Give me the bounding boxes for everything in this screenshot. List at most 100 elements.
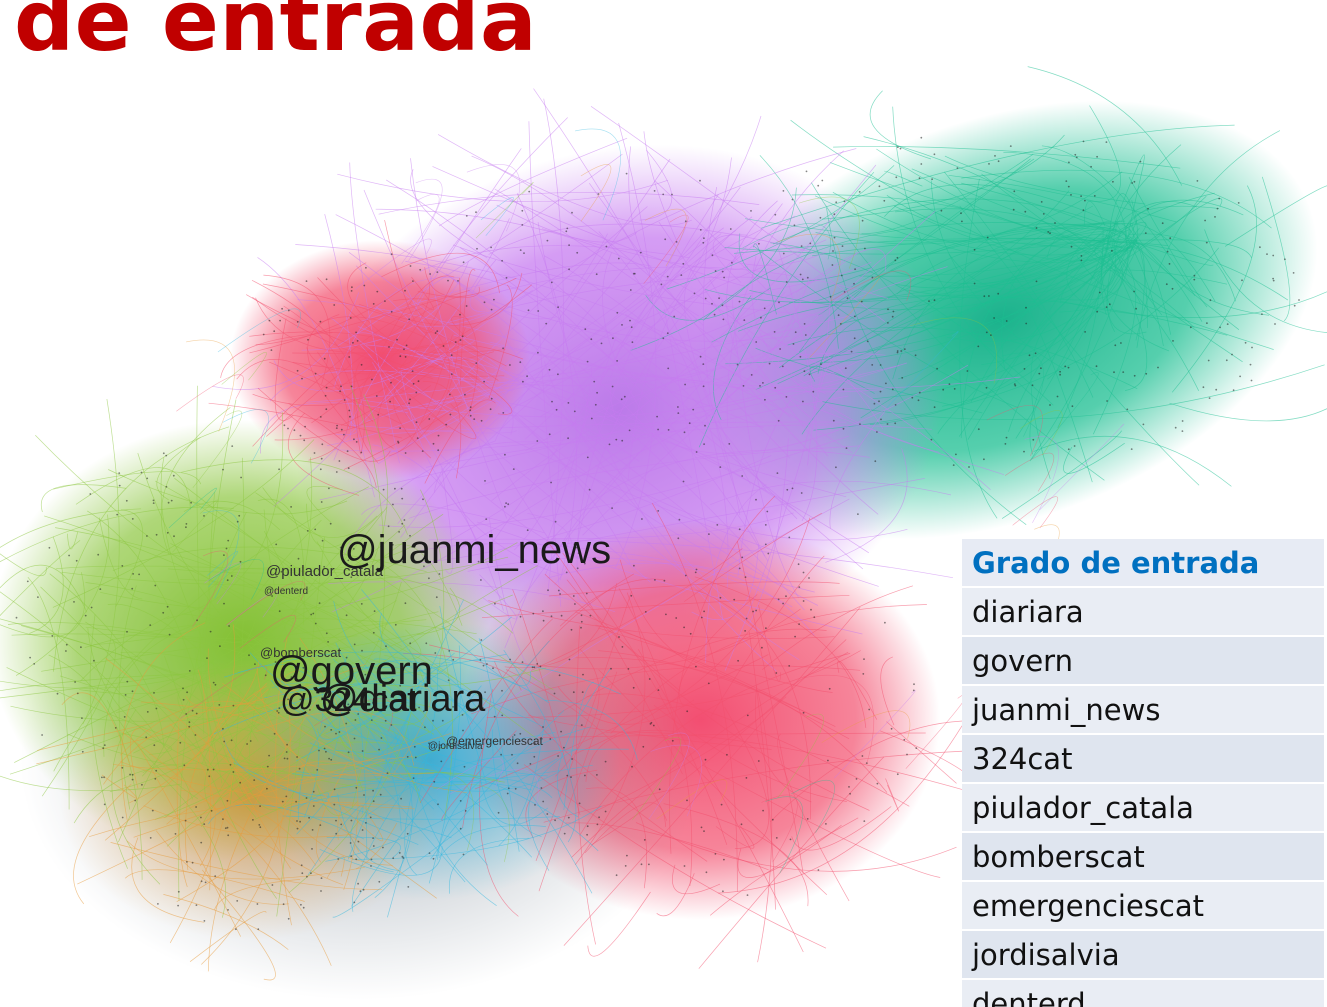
graph-edge — [105, 657, 302, 832]
graph-edge — [67, 531, 79, 550]
graph-node — [565, 230, 568, 233]
graph-node — [931, 178, 933, 181]
graph-edge — [663, 803, 809, 907]
graph-node — [449, 413, 452, 416]
graph-edge — [1084, 201, 1106, 227]
graph-node — [378, 748, 380, 751]
graph-node — [793, 224, 796, 227]
graph-node — [312, 612, 315, 615]
graph-node — [484, 691, 486, 694]
graph-edge — [726, 200, 778, 356]
graph-edge — [192, 550, 229, 627]
graph-edge — [791, 194, 1195, 328]
graph-node — [825, 823, 827, 825]
graph-node — [362, 888, 365, 891]
graph-node — [501, 689, 503, 692]
graph-node — [894, 404, 897, 406]
graph-edge — [0, 572, 86, 638]
graph-node — [861, 219, 864, 222]
graph-node — [568, 244, 570, 247]
graph-edge — [0, 618, 344, 754]
graph-node — [212, 768, 215, 771]
graph-node — [855, 778, 858, 780]
graph-edge — [221, 352, 267, 385]
graph-node — [1056, 395, 1059, 398]
graph-node — [316, 769, 319, 771]
graph-node — [774, 386, 777, 389]
graph-node — [576, 251, 579, 254]
graph-node — [103, 803, 106, 806]
graph-node — [858, 191, 861, 193]
graph-node — [1244, 341, 1247, 344]
graph-edge — [798, 223, 1120, 353]
graph-edge — [133, 732, 452, 838]
graph-edge — [166, 772, 435, 825]
graph-edge — [632, 736, 682, 821]
graph-node — [51, 635, 54, 637]
graph-edge — [256, 668, 384, 777]
graph-node — [1028, 354, 1031, 357]
graph-edge — [354, 238, 432, 290]
graph-edge — [670, 319, 796, 393]
graph-edge — [605, 731, 970, 793]
graph-node — [404, 602, 407, 605]
graph-node — [1232, 389, 1235, 392]
graph-edge — [566, 579, 870, 811]
graph-node — [438, 573, 441, 575]
graph-node — [955, 453, 957, 456]
graph-node — [300, 864, 303, 867]
graph-edge — [694, 576, 867, 728]
graph-node — [549, 738, 552, 740]
graph-node — [764, 543, 767, 546]
graph-node — [865, 762, 868, 764]
graph-node — [290, 506, 292, 508]
graph-node — [406, 756, 409, 758]
graph-edge — [365, 725, 548, 777]
graph-edge — [821, 710, 911, 743]
graph-edge — [488, 284, 513, 399]
graph-node — [611, 385, 614, 388]
graph-node — [745, 617, 748, 620]
graph-edge — [0, 540, 81, 617]
graph-edge — [181, 613, 364, 791]
graph-node — [337, 858, 340, 860]
graph-node — [103, 744, 106, 746]
graph-node — [390, 310, 393, 313]
graph-node — [1014, 384, 1017, 387]
graph-node — [489, 408, 492, 411]
graph-edge — [337, 801, 383, 842]
graph-edge — [419, 618, 554, 804]
graph-node — [302, 906, 305, 909]
graph-edge — [299, 637, 359, 890]
graph-node — [555, 408, 558, 411]
graph-node — [567, 437, 569, 440]
graph-node — [1181, 430, 1184, 432]
graph-edge — [479, 689, 519, 917]
graph-edge — [803, 220, 1112, 377]
graph-node — [586, 825, 589, 828]
graph-edge — [209, 492, 250, 764]
graph-node — [626, 854, 628, 857]
graph-node — [775, 672, 778, 674]
graph-edge — [452, 244, 823, 317]
graph-node — [871, 364, 874, 366]
graph-edge — [385, 421, 847, 435]
graph-node — [994, 155, 996, 157]
graph-node — [666, 275, 669, 278]
graph-edge — [863, 136, 1200, 391]
graph-node — [713, 313, 716, 316]
graph-node — [876, 782, 879, 785]
graph-node — [722, 318, 725, 321]
graph-edge — [1105, 229, 1203, 322]
graph-node — [648, 678, 651, 680]
graph-edge — [168, 487, 217, 529]
graph-node — [1023, 450, 1025, 453]
graph-node — [1073, 445, 1076, 447]
graph-edge — [118, 585, 137, 810]
graph-node — [268, 754, 270, 757]
graph-edge — [348, 252, 771, 580]
graph-node — [785, 281, 788, 283]
graph-node — [831, 264, 834, 266]
graph-node — [327, 701, 330, 704]
graph-node — [853, 337, 856, 340]
